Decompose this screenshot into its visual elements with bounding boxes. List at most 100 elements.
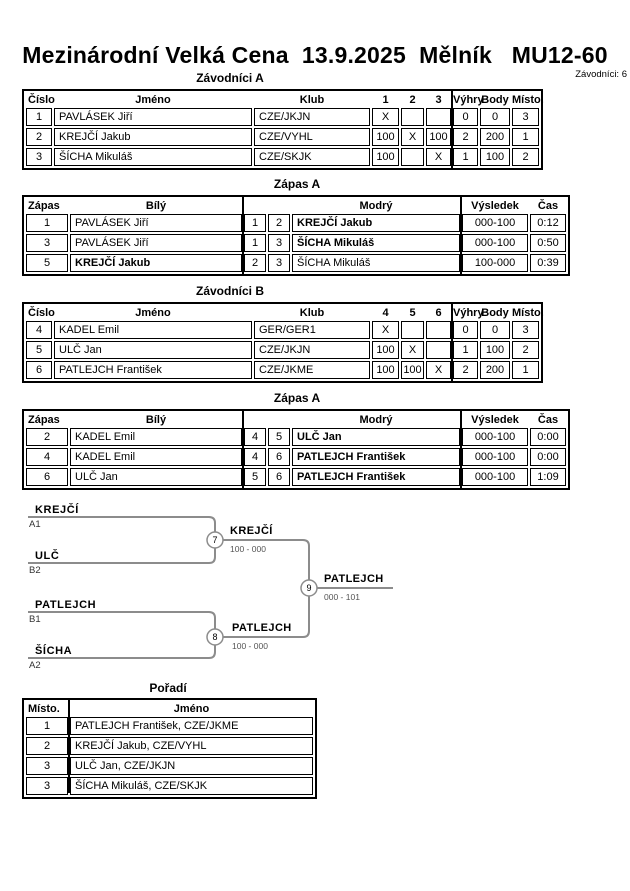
col-header-match: Zápas bbox=[28, 199, 60, 212]
white-player: PAVLÁSEK Jiří bbox=[70, 234, 242, 252]
col-header-club: Klub bbox=[299, 93, 325, 106]
group-divider bbox=[451, 302, 453, 383]
header-row: Zápas Bílý Modrý Výsledek Čas bbox=[26, 199, 566, 212]
col-header-v3: 6 bbox=[435, 306, 442, 319]
result-cell: 000-100 bbox=[462, 448, 528, 466]
place-cell: 1 bbox=[512, 128, 539, 146]
white-player: ULČ Jan bbox=[70, 468, 242, 486]
player-name: ŠÍCHA Mikuláš, CZE/SKJK bbox=[70, 777, 313, 795]
match-node-circle bbox=[206, 628, 224, 646]
bracket-entry-name: PATLEJCH bbox=[35, 599, 96, 611]
col-header-place: Místo. bbox=[512, 93, 544, 106]
page-title: Mezinárodní Velká Cena 13.9.2025 Mělník … bbox=[22, 42, 608, 68]
match-node-number: 8 bbox=[212, 632, 217, 642]
matches-b-heading: Zápas A bbox=[273, 391, 321, 405]
white-player: KADEL Emil bbox=[70, 448, 242, 466]
cross-cell: 100 bbox=[372, 361, 399, 379]
col-header-v1: 1 bbox=[382, 93, 389, 106]
blue-player: PATLEJCH František bbox=[292, 468, 460, 486]
group-divider bbox=[451, 89, 453, 170]
col-header-spacer bbox=[268, 199, 290, 212]
col-header-club: Klub bbox=[299, 306, 325, 319]
place-cell: 1 bbox=[512, 361, 539, 379]
points-cell: 0 bbox=[480, 321, 510, 339]
player-number: 1 bbox=[26, 108, 52, 126]
bracket-winner-name: PATLEJCH bbox=[232, 622, 292, 634]
matches-a-table: Zápas Bílý Modrý Výsledek Čas 1 PAVLÁSEK… bbox=[22, 195, 570, 276]
points-cell: 100 bbox=[480, 148, 510, 166]
cross-cell: X bbox=[401, 128, 424, 146]
result-cell: 000-100 bbox=[462, 428, 528, 446]
player-number: 6 bbox=[26, 361, 52, 379]
col-header-result: Výsledek bbox=[471, 413, 519, 426]
group-divider bbox=[242, 409, 244, 490]
group-divider bbox=[242, 195, 244, 276]
player-club: CZE/JKJN bbox=[254, 341, 370, 359]
player-club: CZE/JKJN bbox=[254, 108, 370, 126]
cross-cell: 100 bbox=[372, 148, 399, 166]
white-number: 1 bbox=[244, 214, 266, 232]
white-player: KADEL Emil bbox=[70, 428, 242, 446]
col-header-white: Bílý bbox=[145, 199, 167, 212]
matches-b-table: Zápas Bílý Modrý Výsledek Čas 2 KADEL Em… bbox=[22, 409, 570, 490]
col-header-wins: Výhry bbox=[453, 306, 484, 319]
time-cell: 1:09 bbox=[530, 468, 566, 486]
col-header-time: Čas bbox=[537, 413, 559, 426]
col-header-v2: 2 bbox=[409, 93, 416, 106]
table-row: 4 KADEL Emil GER/GER1 X 0 0 3 bbox=[26, 321, 539, 339]
bracket-entry-seed: B2 bbox=[29, 565, 41, 576]
group-divider bbox=[460, 195, 462, 276]
cross-cell: 100 bbox=[372, 128, 399, 146]
cross-cell: X bbox=[372, 321, 399, 339]
bracket-entry-name: ŠÍCHA bbox=[35, 644, 72, 657]
col-header-name: Jméno bbox=[135, 93, 171, 106]
col-header-number: Číslo bbox=[28, 93, 55, 106]
col-header-v2: 5 bbox=[409, 306, 416, 319]
elimination-bracket: KREJČÍ A1 ULČ B2 PATLEJCH B1 ŠÍCHA A2 7 … bbox=[28, 503, 393, 671]
blue-number: 2 bbox=[268, 214, 290, 232]
header-row: Zápas Bílý Modrý Výsledek Čas bbox=[26, 413, 566, 426]
wins-cell: 0 bbox=[453, 321, 478, 339]
matches-a-heading: Zápas A bbox=[273, 177, 321, 191]
cross-cell bbox=[401, 108, 424, 126]
place-cell: 3 bbox=[512, 108, 539, 126]
place-cell: 1 bbox=[26, 717, 68, 735]
player-name: KREJČÍ Jakub bbox=[54, 128, 252, 146]
wins-cell: 1 bbox=[453, 148, 478, 166]
match-node-circle bbox=[300, 579, 318, 597]
cross-cell: 100 bbox=[401, 361, 424, 379]
blue-player: PATLEJCH František bbox=[292, 448, 460, 466]
points-cell: 200 bbox=[480, 361, 510, 379]
group-b-heading: Závodníci B bbox=[195, 284, 264, 298]
col-header-number: Číslo bbox=[28, 306, 55, 319]
col-header-v1: 4 bbox=[382, 306, 389, 319]
time-cell: 0:00 bbox=[530, 428, 566, 446]
bracket-winner-score: 100 - 000 bbox=[230, 544, 266, 554]
place-cell: 3 bbox=[26, 757, 68, 775]
col-header-points: Body bbox=[481, 306, 509, 319]
points-cell: 100 bbox=[480, 341, 510, 359]
blue-number: 3 bbox=[268, 234, 290, 252]
table-row: 1 PAVLÁSEK Jiří 1 2 KREJČÍ Jakub 000-100… bbox=[26, 214, 566, 232]
bracket-winner-name: PATLEJCH bbox=[324, 573, 384, 585]
cross-cell: X bbox=[426, 148, 451, 166]
cross-cell bbox=[426, 108, 451, 126]
white-number: 5 bbox=[244, 468, 266, 486]
blue-player: KREJČÍ Jakub bbox=[292, 214, 460, 232]
table-row: 3 ŠÍCHA Mikuláš, CZE/SKJK bbox=[26, 777, 313, 795]
table-row: 6 PATLEJCH František CZE/JKME 100 100 X … bbox=[26, 361, 539, 379]
col-header-spacer bbox=[268, 413, 290, 426]
player-number: 4 bbox=[26, 321, 52, 339]
group-divider bbox=[68, 698, 70, 793]
col-header-name: Jméno bbox=[135, 306, 171, 319]
table-row: 1 PATLEJCH František, CZE/JKME bbox=[26, 717, 313, 735]
match-number: 5 bbox=[26, 254, 68, 272]
result-cell: 000-100 bbox=[462, 468, 528, 486]
match-number: 1 bbox=[26, 214, 68, 232]
match-number: 6 bbox=[26, 468, 68, 486]
col-header-white: Bílý bbox=[145, 413, 167, 426]
bracket-winner-score: 000 - 101 bbox=[324, 592, 360, 602]
cross-cell: X bbox=[372, 108, 399, 126]
match-number: 3 bbox=[26, 234, 68, 252]
